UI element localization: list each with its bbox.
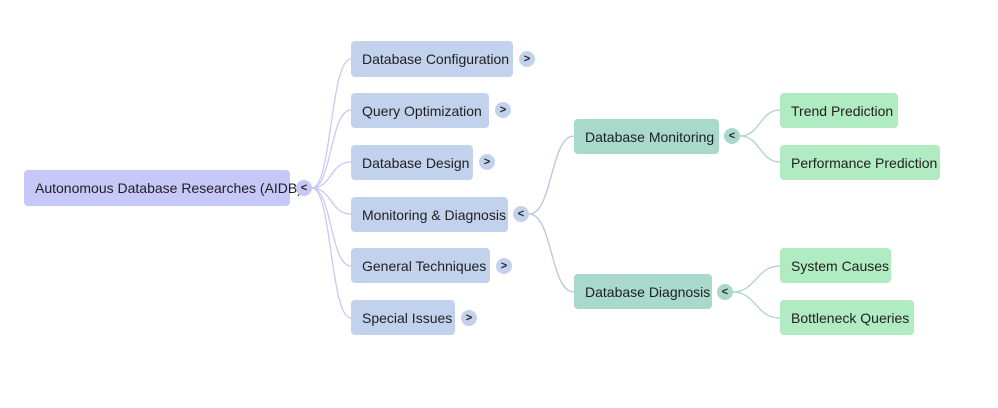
- leaf-bottleneck-queries[interactable]: Bottleneck Queries: [780, 300, 914, 335]
- chevron-right-icon[interactable]: >: [496, 258, 512, 274]
- chevron-left-icon[interactable]: <: [717, 284, 733, 300]
- link-database-monitoring-performance-prediction: [739, 135, 781, 163]
- chevron-right-icon[interactable]: >: [479, 154, 495, 170]
- branch-monitoring-diagnosis-label: Monitoring & Diagnosis: [362, 206, 506, 223]
- branch-database-configuration-label: Database Configuration: [362, 51, 510, 67]
- branch-general-techniques[interactable]: General Techniques: [351, 248, 490, 283]
- branch-database-design-label: Database Design: [362, 154, 470, 171]
- root-node[interactable]: Autonomous Database Researches (AIDB): [24, 170, 302, 206]
- leaf-bottleneck-queries-label: Bottleneck Queries: [791, 309, 910, 326]
- leaf-system-causes[interactable]: System Causes: [780, 248, 891, 283]
- leaf-system-causes-label: System Causes: [791, 257, 890, 274]
- node-database-monitoring[interactable]: Database Monitoring: [574, 119, 719, 154]
- chevron-right-icon[interactable]: >: [519, 51, 535, 67]
- leaf-performance-prediction[interactable]: Performance Prediction: [780, 145, 940, 180]
- link-root-special-issues: [311, 187, 352, 319]
- branch-database-configuration[interactable]: Database Configuration: [351, 41, 513, 77]
- link-root-monitoring-diagnosis: [311, 187, 352, 215]
- node-database-monitoring-label: Database Monitoring: [585, 128, 715, 145]
- leaf-trend-prediction[interactable]: Trend Prediction: [780, 93, 898, 128]
- link-monitoring-database-monitoring: [528, 135, 575, 215]
- node-database-diagnosis-label: Database Diagnosis: [585, 283, 711, 300]
- link-root-database-configuration: [311, 58, 352, 189]
- link-database-diagnosis-system-causes: [732, 265, 781, 293]
- chevron-left-icon[interactable]: <: [724, 128, 740, 144]
- link-database-diagnosis-bottleneck-queries: [732, 291, 781, 319]
- branch-database-design[interactable]: Database Design: [351, 145, 473, 180]
- chevron-right-icon[interactable]: >: [461, 310, 477, 326]
- branch-general-techniques-label: General Techniques: [362, 257, 487, 274]
- branch-special-issues[interactable]: Special Issues: [351, 300, 455, 335]
- link-root-database-design: [311, 161, 352, 189]
- branch-query-optimization[interactable]: Query Optimization: [351, 93, 489, 128]
- leaf-trend-prediction-label: Trend Prediction: [791, 102, 894, 119]
- branch-special-issues-label: Special Issues: [362, 309, 453, 326]
- root-node-label: Autonomous Database Researches (AIDB): [35, 180, 302, 196]
- link-monitoring-database-diagnosis: [528, 213, 575, 293]
- link-database-monitoring-trend-prediction: [739, 109, 781, 137]
- branch-monitoring-diagnosis[interactable]: Monitoring & Diagnosis: [351, 197, 508, 232]
- node-database-diagnosis[interactable]: Database Diagnosis: [574, 274, 712, 309]
- branch-query-optimization-label: Query Optimization: [362, 102, 482, 119]
- link-root-general-techniques: [311, 187, 352, 267]
- chevron-left-icon[interactable]: <: [513, 206, 529, 222]
- chevron-left-icon[interactable]: <: [296, 180, 312, 196]
- chevron-right-icon[interactable]: >: [495, 102, 511, 118]
- leaf-performance-prediction-label: Performance Prediction: [791, 154, 938, 171]
- link-root-query-optimization: [311, 109, 352, 189]
